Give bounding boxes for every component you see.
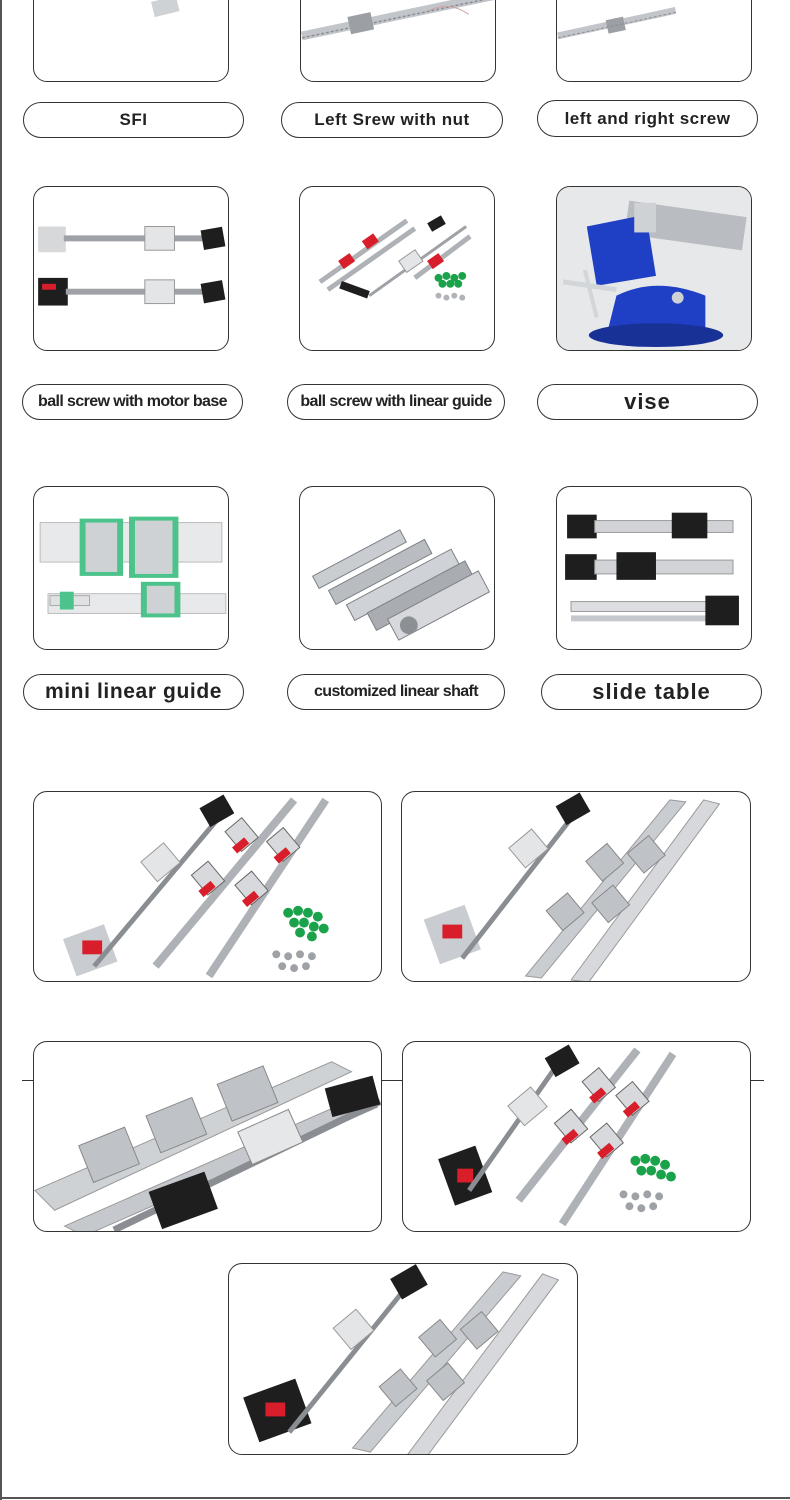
- slide-table-label[interactable]: slide table: [541, 674, 762, 710]
- screw-nut-image[interactable]: [300, 0, 496, 82]
- vise-label[interactable]: vise: [537, 384, 758, 420]
- frame-bottom-border: [0, 1497, 790, 1499]
- divider-line-middle: [382, 1080, 402, 1081]
- kit-sbr-silver-image[interactable]: [401, 791, 751, 982]
- kit-sbr-closeup-image[interactable]: [33, 1041, 382, 1232]
- kit-hgr-red-image[interactable]: [33, 791, 382, 982]
- ball-screw-motor-base-label[interactable]: ball screw with motor base: [22, 384, 243, 420]
- vise-image[interactable]: [556, 186, 752, 351]
- divider-line-left: [22, 1080, 34, 1081]
- customized-linear-shaft-label[interactable]: customized linear shaft: [287, 674, 505, 710]
- kit-hgr-black-image[interactable]: [402, 1041, 751, 1232]
- sfi-label[interactable]: SFI: [23, 102, 244, 138]
- ball-screw-motor-base-image[interactable]: [33, 186, 229, 351]
- divider-line-right: [750, 1080, 764, 1081]
- left-screw-nut-label[interactable]: Left Srew with nut: [281, 102, 503, 138]
- mini-linear-guide-label[interactable]: mini linear guide: [23, 674, 244, 710]
- slide-table-image[interactable]: [556, 486, 752, 650]
- left-right-screw-image[interactable]: [556, 0, 752, 82]
- mini-linear-guide-image[interactable]: [33, 486, 229, 650]
- ball-screw-linear-guide-image[interactable]: [299, 186, 495, 351]
- ball-screw-linear-guide-label[interactable]: ball screw with linear guide: [287, 384, 505, 420]
- screw-end-image[interactable]: [33, 0, 229, 82]
- kit-sbr-black-image[interactable]: [228, 1263, 578, 1455]
- frame-left-border: [0, 0, 2, 1500]
- linear-shaft-image[interactable]: [299, 486, 495, 650]
- left-right-screw-label[interactable]: left and right screw: [537, 100, 758, 137]
